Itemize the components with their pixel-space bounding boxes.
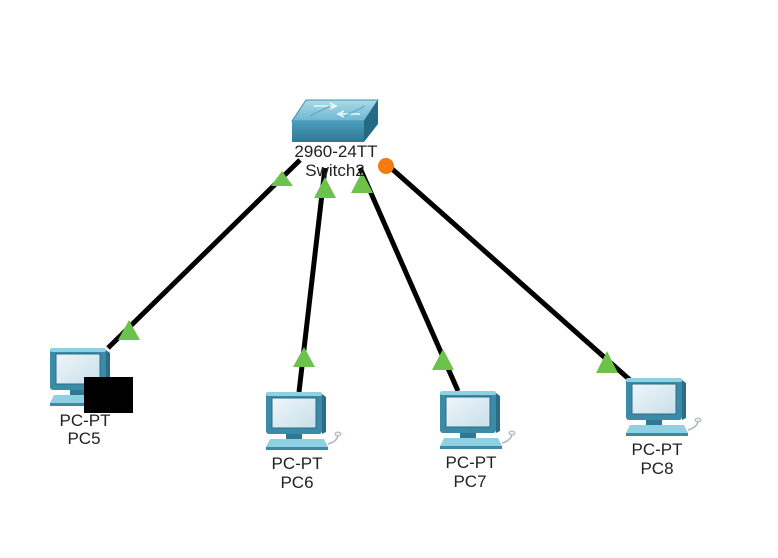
port-up-indicator — [596, 351, 618, 373]
port-up-indicator — [118, 320, 140, 340]
port-up-indicator — [271, 171, 293, 186]
pc8-name-label: PC8 — [640, 459, 673, 478]
switch-name-label: Switch2 — [305, 161, 365, 180]
port-up-indicator — [314, 177, 336, 198]
switch-model-label: 2960-24TT — [294, 142, 377, 161]
pc6-name-label: PC6 — [280, 473, 313, 492]
link-pc8[interactable] — [380, 158, 632, 382]
pc8-model-label: PC-PT — [632, 440, 683, 459]
link-pc5[interactable] — [106, 158, 302, 350]
pc6-model-label: PC-PT — [272, 454, 323, 473]
pc5-name-label: PC5 — [67, 429, 100, 448]
pc-node-pc5[interactable]: PC-PT PC5 — [49, 347, 133, 448]
switch-icon — [291, 99, 379, 142]
port-up-indicator — [351, 172, 373, 193]
port-up-indicator — [432, 349, 454, 370]
links-layer — [106, 158, 632, 393]
pc-icon — [265, 391, 342, 451]
pc7-name-label: PC7 — [453, 472, 486, 491]
pc7-model-label: PC-PT — [446, 453, 497, 472]
pc-node-pc6[interactable]: PC-PT PC6 — [265, 391, 342, 492]
port-up-indicator — [293, 347, 315, 367]
pc-icon — [439, 390, 516, 450]
pc-node-pc7[interactable]: PC-PT PC7 — [439, 390, 516, 491]
port-indicators — [118, 158, 618, 373]
switch-node[interactable]: 2960-24TT Switch2 — [291, 99, 379, 180]
redaction-box — [84, 377, 133, 413]
pc-node-pc8[interactable]: PC-PT PC8 — [625, 377, 702, 478]
pc-icon — [625, 377, 702, 437]
port-pending-indicator — [378, 158, 394, 174]
pc5-model-label: PC-PT — [60, 411, 111, 430]
